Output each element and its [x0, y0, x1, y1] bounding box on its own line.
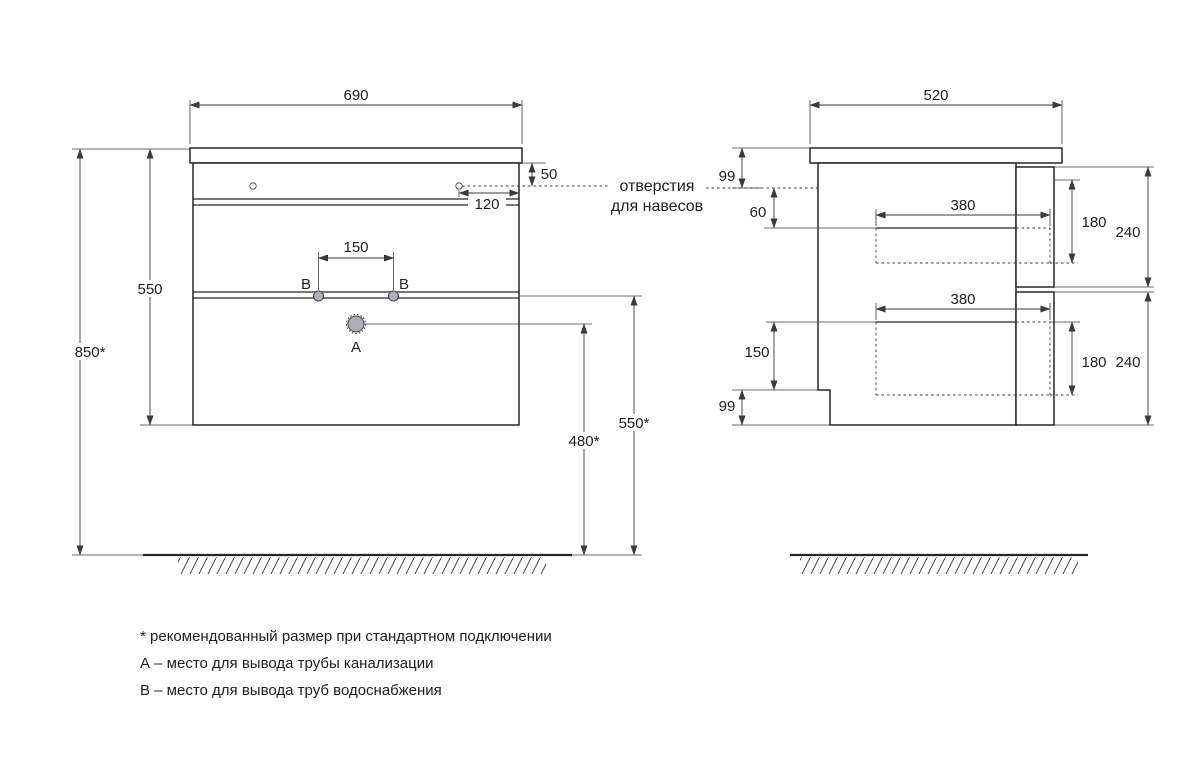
- marker-label-b-left: B: [301, 276, 311, 293]
- dim-label-width: 690: [343, 87, 368, 104]
- marker-label-b-right: B: [399, 276, 409, 293]
- floor-hatching: [178, 557, 546, 574]
- hanger-holes-callout-line2: для навесов: [611, 198, 703, 215]
- hanger-holes-callout-line1: отверстия: [620, 178, 695, 195]
- dimension-labels: 690 50 120 550 850* 150 B B A 480* 550* …: [66, 87, 1141, 450]
- floor-side: [790, 553, 1088, 574]
- dim-label-top-to-holes: 50: [541, 166, 558, 183]
- dim-label-drawer-inner-lower: 180: [1081, 354, 1106, 371]
- dim-label-drawer-front-lower: 240: [1115, 354, 1140, 371]
- note-recommended-size: * рекомендованный размер при стандартном…: [140, 628, 552, 645]
- dim-label-depth: 520: [923, 87, 948, 104]
- drawer-front-upper: [1015, 166, 1055, 288]
- floor-front: [72, 553, 642, 574]
- dim-label-drawer-front-upper: 240: [1115, 224, 1140, 241]
- cabinet-body-side: [817, 162, 1017, 426]
- hanger-hole-left: [249, 182, 257, 190]
- countertop-side: [809, 147, 1063, 164]
- dim-label-drawer-to-bottom: 150: [744, 344, 769, 361]
- dim-label-drawer-inner-upper: 180: [1081, 214, 1106, 231]
- dim-label-hole-offset-top: 99: [719, 168, 736, 185]
- dim-label-drawer-depth-lower: 380: [950, 291, 975, 308]
- drain-point: [347, 315, 365, 333]
- label-backing: [609, 414, 659, 431]
- water-supply-point-left: [313, 290, 324, 302]
- label-backing: [130, 280, 170, 297]
- front-view: [189, 147, 818, 426]
- legend-notes: * рекомендованный размер при стандартном…: [140, 628, 552, 699]
- dim-label-mount-height: 850*: [75, 344, 106, 361]
- dim-label-hole-inset: 120: [474, 196, 499, 213]
- dim-label-supply-spacing: 150: [343, 239, 368, 256]
- dim-label-supply-height: 550*: [619, 415, 650, 432]
- dim-label-cabinet-height: 550: [137, 281, 162, 298]
- note-marker-a: А – место для вывода трубы канализации: [140, 655, 433, 672]
- drawer-front-lower: [1015, 291, 1055, 426]
- water-supply-point-right: [388, 290, 399, 302]
- label-backing: [468, 197, 506, 212]
- label-backing: [559, 432, 609, 449]
- dim-label-bottom-offset: 99: [719, 398, 736, 415]
- side-view-dimensions: [732, 100, 1154, 426]
- side-view: [809, 147, 1078, 426]
- cabinet-body-front: [192, 162, 520, 426]
- note-marker-b: B – место для вывода труб водоснабжения: [140, 682, 442, 699]
- marker-label-a: A: [351, 339, 361, 356]
- dim-label-hole-to-drawer: 60: [750, 204, 767, 221]
- countertop-front: [189, 147, 523, 164]
- dim-label-drawer-depth-upper: 380: [950, 197, 975, 214]
- dim-label-drain-height: 480*: [569, 433, 600, 450]
- label-backing: [66, 343, 114, 360]
- floor-hatching: [800, 557, 1078, 574]
